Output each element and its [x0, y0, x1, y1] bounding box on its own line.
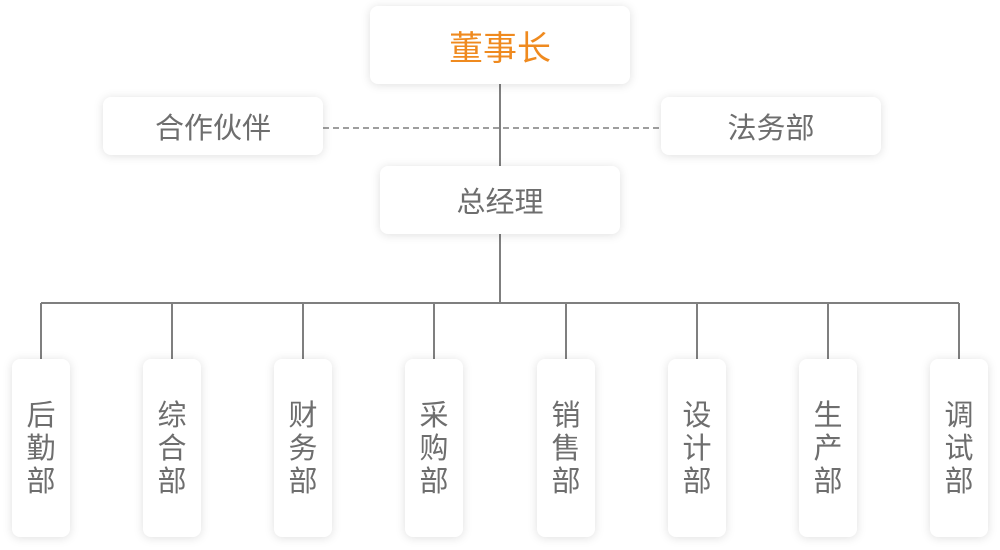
department-node-production: 生产部	[799, 359, 857, 537]
chairman-node: 董事长	[370, 6, 630, 84]
department-label: 后勤部	[26, 397, 56, 498]
department-label: 生产部	[813, 397, 843, 498]
legal-node: 法务部	[661, 97, 881, 155]
department-node-logistics: 后勤部	[12, 359, 70, 537]
department-node-purchasing: 采购部	[405, 359, 463, 537]
department-node-finance: 财务部	[274, 359, 332, 537]
department-label: 财务部	[288, 397, 318, 498]
department-node-testing: 调试部	[930, 359, 988, 537]
department-label: 设计部	[682, 397, 712, 498]
department-label: 采购部	[419, 397, 449, 498]
department-node-sales: 销售部	[537, 359, 595, 537]
department-label: 综合部	[157, 397, 187, 498]
department-node-design: 设计部	[668, 359, 726, 537]
department-node-general: 综合部	[143, 359, 201, 537]
general-manager-node: 总经理	[380, 166, 620, 234]
department-label: 调试部	[944, 397, 974, 498]
partner-node: 合作伙伴	[103, 97, 323, 155]
department-label: 销售部	[551, 397, 581, 498]
